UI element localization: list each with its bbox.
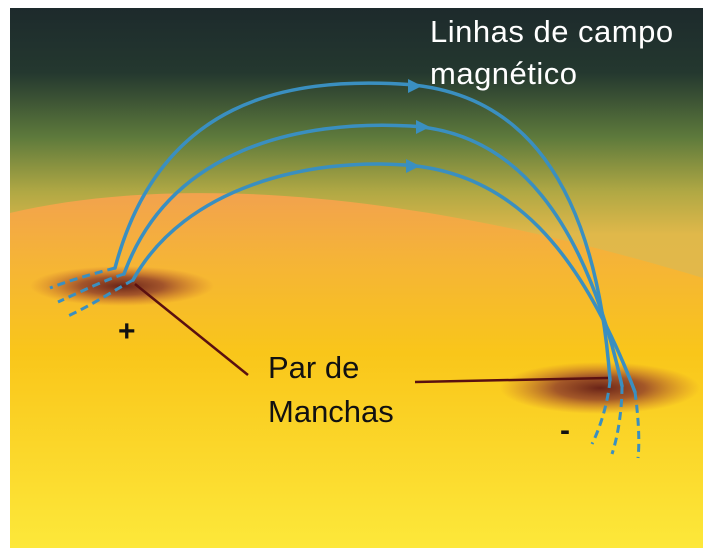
spot-pair-label-line2: Manchas [268, 394, 394, 429]
negative-polarity-sign: - [560, 414, 570, 447]
field-line-outer [113, 81, 612, 382]
field-lines-label-line2: magnético [430, 56, 578, 91]
right-spot-dashed-lines [590, 379, 641, 459]
arrow-inner [406, 159, 420, 173]
field-lines-label-line1: Linhas de campo [430, 14, 674, 49]
pointer-to-right-spot [414, 376, 609, 384]
arrow-outer [408, 79, 422, 93]
field-line-inner [131, 162, 637, 394]
right-sunspot [500, 362, 700, 414]
spot-pair-label-line1: Par de [268, 350, 360, 385]
left-sunspot [30, 266, 214, 306]
field-line-arrows [406, 79, 430, 173]
field-line-middle [122, 123, 624, 388]
pointer-to-left-spot [134, 283, 249, 376]
arrow-middle [416, 120, 430, 134]
magnetic-field-lines [113, 81, 637, 394]
positive-polarity-sign: + [118, 315, 136, 348]
left-spot-dashed-lines [49, 266, 134, 318]
pointer-lines [134, 283, 609, 384]
sun-surface-illustration [10, 8, 703, 548]
